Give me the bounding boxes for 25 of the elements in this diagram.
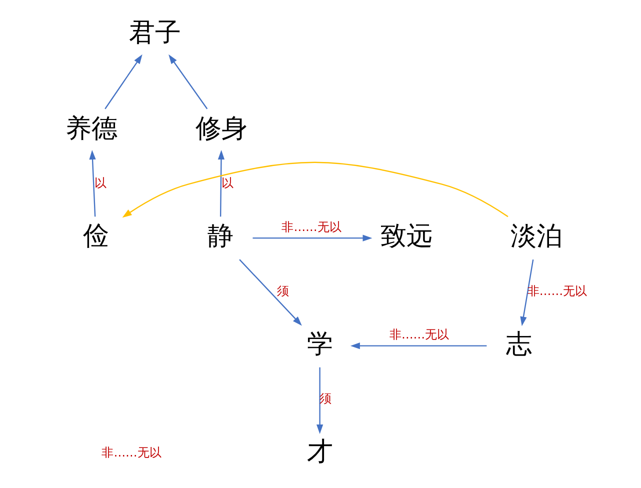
arrow — [122, 162, 508, 218]
edge-label: 须 — [276, 284, 289, 298]
arrow — [252, 234, 372, 242]
arrow — [316, 367, 323, 434]
arrow — [217, 150, 224, 217]
node-text: 养德 — [64, 114, 117, 144]
edge-label: 非……无以 — [281, 220, 341, 234]
node-text: 才 — [306, 437, 332, 468]
label: 非……无以 — [101, 446, 161, 460]
node-text: 君子 — [128, 18, 181, 48]
edge-label: 以 — [94, 176, 106, 190]
node-text: 俭 — [82, 222, 108, 252]
node-text: 修身 — [195, 114, 248, 144]
arrow — [238, 259, 302, 326]
arrow — [104, 54, 142, 110]
arrow — [168, 54, 208, 110]
node-text: 志 — [505, 329, 532, 360]
edge-label: 以 — [220, 176, 233, 190]
node-text: 致远 — [380, 222, 432, 252]
arrow — [350, 342, 486, 350]
node-text: 静 — [206, 222, 233, 252]
node-text: 学 — [306, 329, 332, 360]
node-text: 淡泊 — [510, 222, 562, 252]
edge-label: 非……无以 — [388, 328, 449, 342]
arrow — [88, 150, 96, 217]
